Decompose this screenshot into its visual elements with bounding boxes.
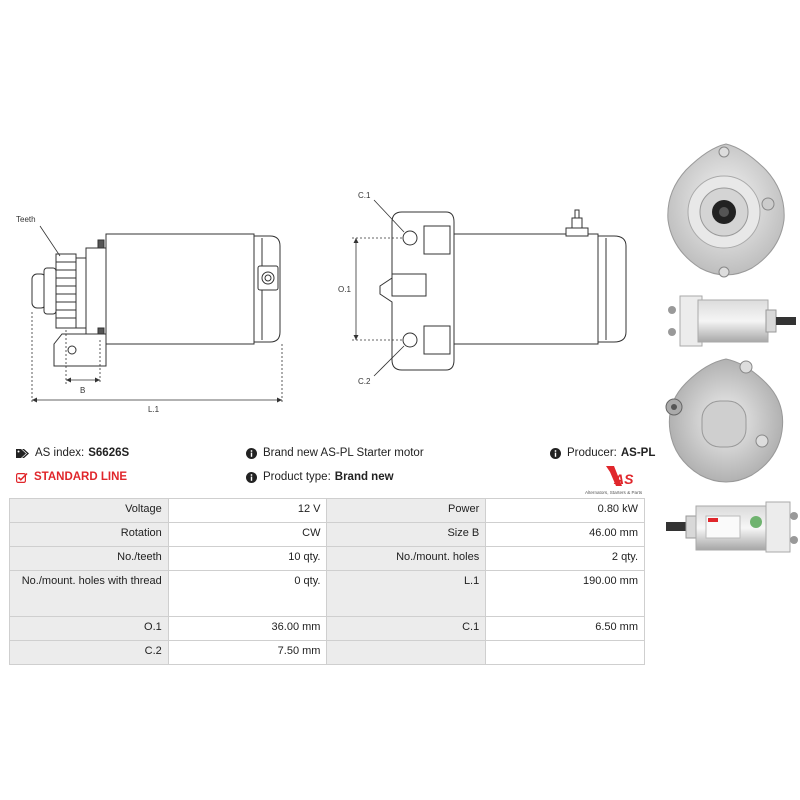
spec-value: 12 V — [167, 498, 328, 523]
logo-mark-shape — [606, 466, 622, 486]
as-index-value: S6626S — [88, 447, 130, 459]
spec-value: 6.50 mm — [485, 616, 645, 641]
spec-value: CW — [167, 522, 328, 547]
checkbox-checked-icon — [16, 472, 28, 483]
spec-label: C.2 — [9, 640, 169, 665]
product-line-text: STANDARD LINE — [34, 471, 128, 483]
tag-icon — [16, 448, 29, 458]
spec-label: Voltage — [9, 498, 169, 523]
spec-value: 7.50 mm — [167, 640, 328, 665]
label-c2: C.2 — [358, 377, 371, 386]
info-icon — [246, 471, 257, 483]
producer-label: Producer: — [567, 447, 617, 459]
specifications-table: Voltage 12 V Power 0.80 kW Rotation CW S… — [9, 498, 645, 665]
spec-label: Rotation — [9, 522, 169, 547]
side-view-drawing — [31, 233, 281, 367]
spec-label: No./teeth — [9, 546, 169, 571]
label-o1: O.1 — [338, 285, 351, 294]
label-b: B — [80, 386, 85, 395]
product-type-label: Product type: — [263, 471, 331, 483]
spec-value: 46.00 mm — [485, 522, 645, 547]
spec-label: No./mount. holes with thread — [9, 570, 169, 617]
product-photo-front[interactable] — [662, 140, 790, 280]
spec-value — [485, 640, 645, 665]
producer-value: AS-PL — [620, 447, 656, 459]
spec-value: 190.00 mm — [485, 570, 645, 617]
spec-value: 2 qty. — [485, 546, 645, 571]
info-icon — [246, 447, 257, 459]
spec-label — [326, 640, 487, 665]
brand-new-text: Brand new AS-PL Starter motor — [263, 447, 424, 459]
spec-label: Size B — [326, 522, 487, 547]
table-row: Rotation CW Size B 46.00 mm — [9, 522, 645, 547]
logo-mark: AS — [613, 471, 634, 487]
info-icon — [550, 447, 561, 459]
table-row: O.1 36.00 mm C.1 6.50 mm — [9, 616, 645, 641]
table-row: No./teeth 10 qty. No./mount. holes 2 qty… — [9, 546, 645, 571]
spec-label: Power — [326, 498, 487, 523]
product-type-value: Brand new — [334, 471, 394, 483]
producer: Producer: AS-PL — [550, 447, 655, 459]
as-pl-logo: AS Alternators, Starters & Parts — [585, 466, 643, 495]
table-row: No./mount. holes with thread 0 qty. L.1 … — [9, 570, 645, 617]
as-index-label: AS index: — [35, 447, 85, 459]
product-photo-side[interactable] — [662, 286, 800, 356]
front-view-drawing — [379, 209, 627, 371]
product-line: STANDARD LINE — [16, 471, 127, 483]
label-l1: L.1 — [148, 405, 160, 414]
product-photo-label-side[interactable] — [662, 492, 800, 564]
spec-label: C.1 — [326, 616, 487, 641]
brand-new-note: Brand new AS-PL Starter motor — [246, 447, 424, 459]
table-row: Voltage 12 V Power 0.80 kW — [9, 498, 645, 523]
spec-label: O.1 — [9, 616, 169, 641]
as-index: AS index: S6626S — [16, 447, 129, 459]
spec-value: 36.00 mm — [167, 616, 328, 641]
spec-label: No./mount. holes — [326, 546, 487, 571]
spec-label: L.1 — [326, 570, 487, 617]
label-c1: C.1 — [358, 191, 371, 200]
spec-value: 0 qty. — [167, 570, 328, 617]
table-row: C.2 7.50 mm — [9, 640, 645, 665]
product-type: Product type: Brand new — [246, 471, 394, 483]
logo-tagline: Alternators, Starters & Parts — [585, 490, 643, 495]
spec-value: 0.80 kW — [485, 498, 645, 523]
label-teeth: Teeth — [16, 215, 36, 224]
product-photo-rear[interactable] — [662, 355, 790, 485]
spec-value: 10 qty. — [167, 546, 328, 571]
technical-drawing: Teeth B L.1 C.1 O.1 C.2 — [16, 191, 627, 414]
